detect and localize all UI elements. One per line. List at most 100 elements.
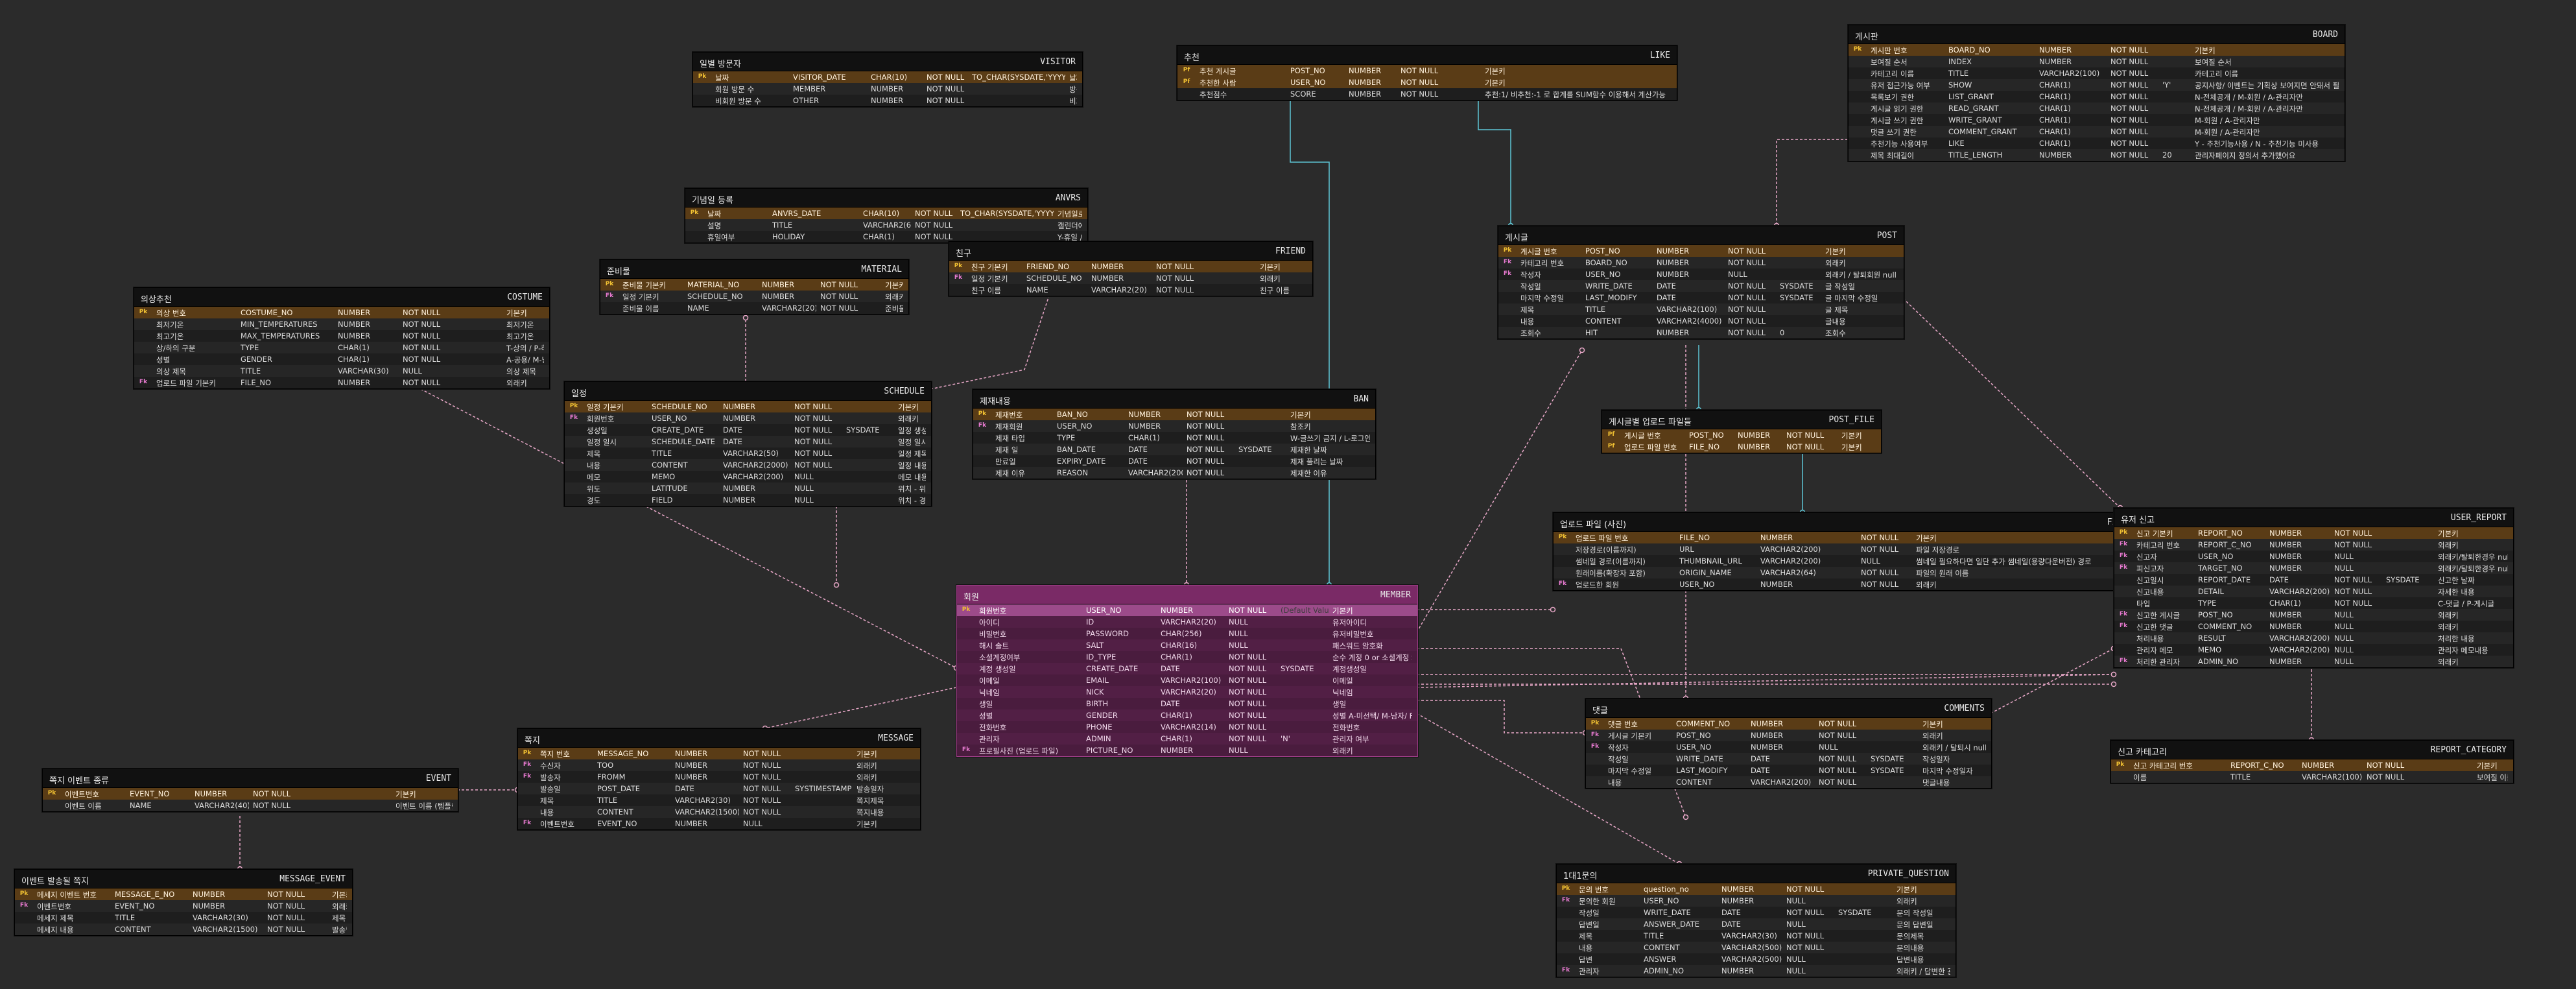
- relationship-line-like-post[interactable]: [1478, 96, 1511, 226]
- relationship-line-schedule-friend[interactable]: [930, 291, 1051, 390]
- relationship-line-member-message[interactable]: [764, 687, 957, 729]
- table-header[interactable]: 업로드 파일 (사진)FILE: [1554, 513, 2134, 532]
- relationship-line-board-post[interactable]: [1776, 139, 1848, 226]
- table-file[interactable]: 업로드 파일 (사진)FILEPk업로드 파일 번호FILE_NONUMBERN…: [1553, 512, 2134, 591]
- relationship-line-comments-report[interactable]: [1990, 648, 2114, 714]
